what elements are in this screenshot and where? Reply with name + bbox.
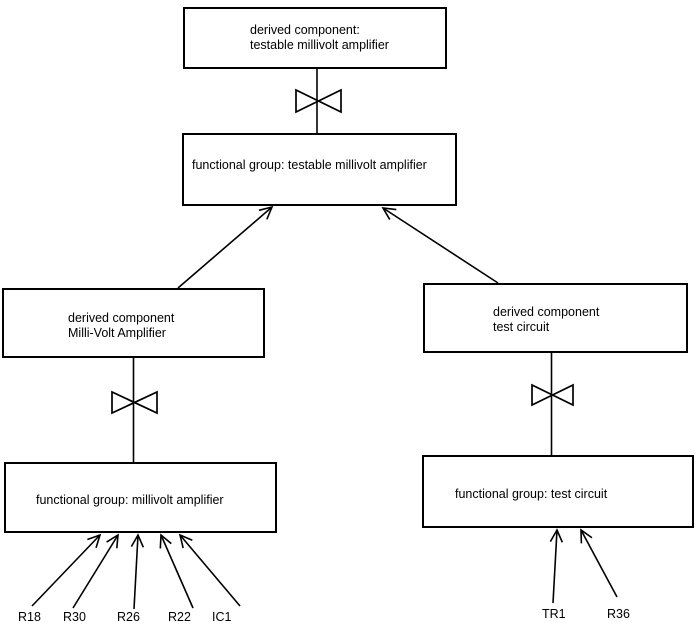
bowtie-icon-right <box>531 383 574 407</box>
node-text-line: Milli-Volt Amplifier <box>68 326 166 340</box>
node-text-line: functional group: millivolt amplifier <box>36 493 224 507</box>
node-text-line: derived component <box>68 311 175 325</box>
component-label-tr1: TR1 <box>542 607 566 621</box>
edge-r18-to-fg-millivolt <box>31 533 102 607</box>
component-label-r26: R26 <box>117 610 140 624</box>
node-text-line: testable millivolt amplifier <box>250 38 389 52</box>
node-derived-component-test-circuit: derived component test circuit <box>423 283 688 353</box>
component-label-r22: R22 <box>168 610 191 624</box>
node-derived-component-testable-millivolt-amplifier: derived component: testable millivolt am… <box>183 7 447 69</box>
node-text-line: derived component <box>493 305 600 319</box>
component-label-ic1: IC1 <box>212 610 232 624</box>
node-functional-group-testable-millivolt-amplifier: functional group: testable millivolt amp… <box>182 133 457 206</box>
node-text-line: functional group: testable millivolt amp… <box>192 158 427 172</box>
node-text-line: derived component: <box>250 23 360 37</box>
edge-derived-millivolt-to-fg-testable <box>177 205 274 289</box>
bowtie-icon-top <box>295 88 342 114</box>
node-derived-component-millivolt-amplifier: derived component Milli-Volt Amplifier <box>2 288 265 358</box>
node-functional-group-test-circuit: functional group: test circuit <box>422 455 694 528</box>
edge-r30-to-fg-millivolt <box>72 533 119 609</box>
component-label-r30: R30 <box>63 610 86 624</box>
edge-ic1-to-fg-millivolt <box>178 533 241 607</box>
edge-derived-testcircuit-to-fg-testable <box>381 207 499 284</box>
edge-r36-to-fg-testcircuit <box>580 528 618 598</box>
node-functional-group-millivolt-amplifier: functional group: millivolt amplifier <box>4 462 277 533</box>
edge-r22-to-fg-millivolt <box>159 533 194 609</box>
node-text-line: test circuit <box>493 320 550 334</box>
component-label-r18: R18 <box>18 610 41 624</box>
component-label-r36: R36 <box>607 607 630 621</box>
edge-tr1-to-fg-testcircuit <box>549 528 564 604</box>
node-text-line: functional group: test circuit <box>455 487 608 501</box>
bowtie-icon-left <box>111 390 158 415</box>
edge-r26-to-fg-millivolt <box>130 533 145 610</box>
